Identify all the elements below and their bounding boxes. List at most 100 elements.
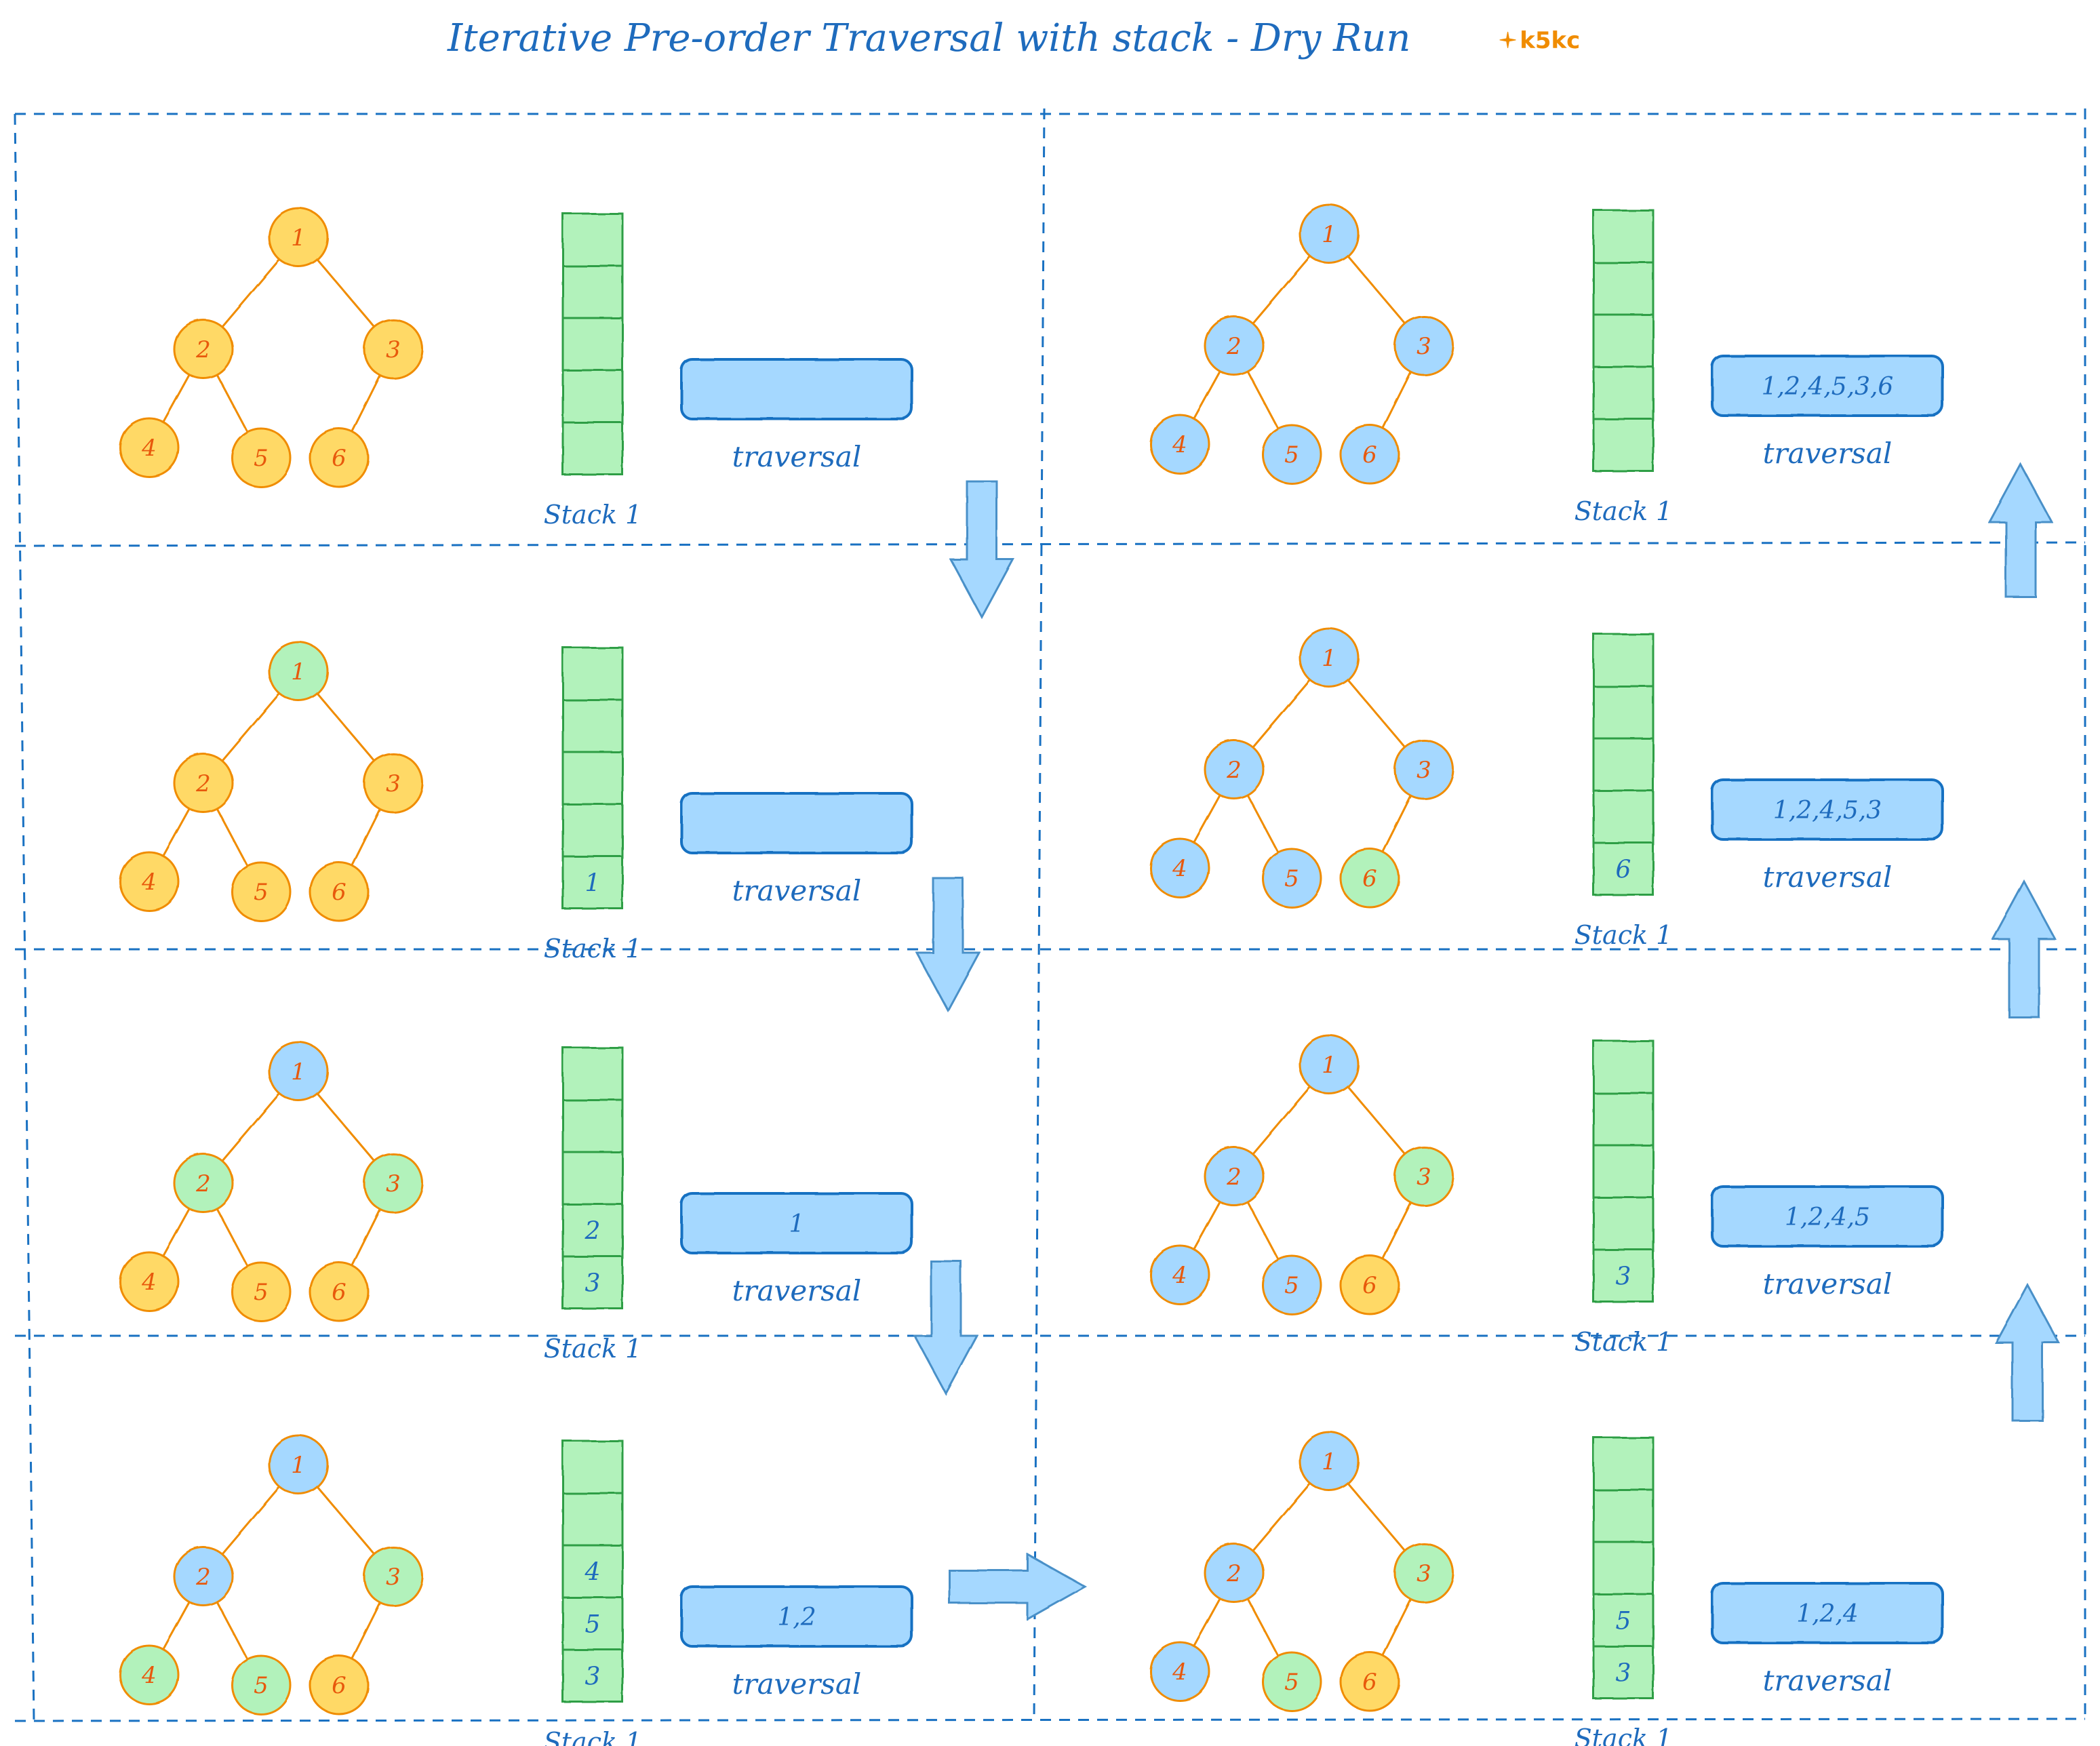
stack-cell bbox=[1592, 1196, 1655, 1251]
tree-node-4 bbox=[1149, 837, 1210, 898]
tree-node-label: 5 bbox=[1284, 1669, 1299, 1696]
stack-cell-value: 4 bbox=[585, 1559, 601, 1587]
tree-node-label: 2 bbox=[1226, 333, 1242, 360]
stack-cell bbox=[561, 1648, 624, 1703]
traversal-bar bbox=[1711, 1185, 1944, 1248]
stack-cell-value: 3 bbox=[1616, 1263, 1631, 1291]
tree-node-1 bbox=[1299, 1431, 1360, 1492]
tree-node-5 bbox=[231, 861, 292, 922]
panel-borders bbox=[14, 108, 2086, 1722]
stack-cell bbox=[561, 1255, 624, 1310]
stack-cell bbox=[1592, 1039, 1655, 1094]
traversal-bar bbox=[680, 1192, 913, 1254]
traversal-value: 1,2,4,5,3 bbox=[1773, 797, 1882, 825]
tree-node-6 bbox=[1339, 848, 1400, 909]
stack-cell bbox=[1592, 365, 1655, 420]
stack-cell bbox=[561, 264, 624, 319]
tree-node-2 bbox=[173, 753, 234, 814]
stack-label: Stack 1 bbox=[544, 1334, 642, 1364]
tree-node-6 bbox=[1339, 1254, 1400, 1315]
stack-label: Stack 1 bbox=[544, 1727, 642, 1746]
stack-cell bbox=[561, 421, 624, 476]
tree-node-label: 6 bbox=[1362, 1272, 1377, 1299]
tree-node-label: 4 bbox=[1172, 855, 1187, 882]
stack-cell bbox=[1592, 209, 1655, 264]
stack-cell bbox=[1592, 841, 1655, 896]
stack-cell bbox=[561, 751, 624, 806]
arrow-up-icon bbox=[1991, 879, 2057, 1018]
tree-node-label: 1 bbox=[291, 1452, 306, 1479]
tree-node-3 bbox=[1393, 1146, 1454, 1207]
stack-cell bbox=[1592, 685, 1655, 740]
tree-node-label: 5 bbox=[1284, 865, 1299, 892]
traversal-bar bbox=[1711, 778, 1944, 841]
traversal-label: traversal bbox=[1763, 860, 1893, 894]
tree-node-label: 6 bbox=[1362, 1669, 1377, 1696]
arrow-down-icon bbox=[913, 1260, 979, 1396]
tree-node-1 bbox=[268, 207, 329, 268]
tree-node-6 bbox=[309, 861, 370, 922]
tree-node-3 bbox=[363, 1153, 424, 1214]
stack-cell-value: 2 bbox=[585, 1218, 601, 1246]
traversal-value: 1,2,4,5,3,6 bbox=[1762, 373, 1894, 401]
tree-node-label: 2 bbox=[1226, 1164, 1242, 1191]
tree-node-4 bbox=[1149, 414, 1210, 475]
tree-node-label: 6 bbox=[1362, 441, 1377, 469]
tree-node-label: 5 bbox=[254, 1279, 269, 1306]
tree-node-label: 4 bbox=[141, 435, 157, 462]
tree-node-4 bbox=[119, 1644, 180, 1705]
traversal-label: traversal bbox=[1763, 1664, 1893, 1697]
tree-node-5 bbox=[231, 1654, 292, 1715]
traversal-bar bbox=[680, 1585, 913, 1648]
arrow-down-icon bbox=[915, 877, 981, 1013]
tree-node-3 bbox=[1393, 1543, 1454, 1604]
panel-border-line bbox=[14, 1718, 2086, 1722]
arrow-down-icon bbox=[949, 480, 1015, 620]
tree-node-label: 5 bbox=[1284, 1272, 1299, 1299]
tree-node-3 bbox=[363, 753, 424, 814]
tree-node-5 bbox=[231, 1261, 292, 1322]
tree-node-4 bbox=[119, 1251, 180, 1312]
tree-node-label: 6 bbox=[332, 879, 346, 906]
tree-node-label: 2 bbox=[195, 336, 211, 363]
tree-node-6 bbox=[309, 1654, 370, 1715]
traversal-label: traversal bbox=[1763, 1267, 1893, 1301]
tree-node-3 bbox=[1393, 739, 1454, 800]
tree-node-1 bbox=[1299, 1034, 1360, 1095]
stack-cell bbox=[561, 317, 624, 372]
tree-node-label: 5 bbox=[1284, 441, 1299, 469]
tree-node-label: 2 bbox=[195, 1564, 211, 1591]
stack-cell bbox=[1592, 1488, 1655, 1543]
tree-node-label: 3 bbox=[1416, 1560, 1431, 1587]
stack-cell bbox=[1592, 737, 1655, 792]
tree-node-label: 3 bbox=[386, 336, 401, 363]
stack-label: Stack 1 bbox=[544, 934, 642, 964]
stack-cell bbox=[561, 1492, 624, 1547]
page-title: Iterative Pre-order Traversal with stack… bbox=[448, 16, 1411, 60]
tree-node-label: 6 bbox=[1362, 865, 1377, 892]
traversal-value: 1,2 bbox=[777, 1604, 816, 1631]
tree-node-label: 5 bbox=[254, 1672, 269, 1699]
stack-cell-value: 5 bbox=[1616, 1608, 1631, 1635]
traversal-label: traversal bbox=[732, 440, 862, 473]
stack-label: Stack 1 bbox=[1574, 920, 1673, 950]
tree-node-label: 6 bbox=[332, 1279, 346, 1306]
traversal-label: traversal bbox=[732, 874, 862, 907]
tree-node-4 bbox=[1149, 1244, 1210, 1305]
panel-border-line bbox=[14, 113, 35, 1722]
traversal-value: 1 bbox=[789, 1210, 805, 1238]
stack-cell bbox=[561, 1596, 624, 1651]
stack-cell bbox=[1592, 1144, 1655, 1199]
stack-label: Stack 1 bbox=[1574, 496, 1673, 526]
tree-node-1 bbox=[268, 641, 329, 702]
stack-cell-value: 6 bbox=[1616, 856, 1631, 884]
stack-cell-value: 3 bbox=[1616, 1660, 1631, 1688]
tree-node-2 bbox=[173, 319, 234, 380]
tree-node-2 bbox=[173, 1546, 234, 1607]
